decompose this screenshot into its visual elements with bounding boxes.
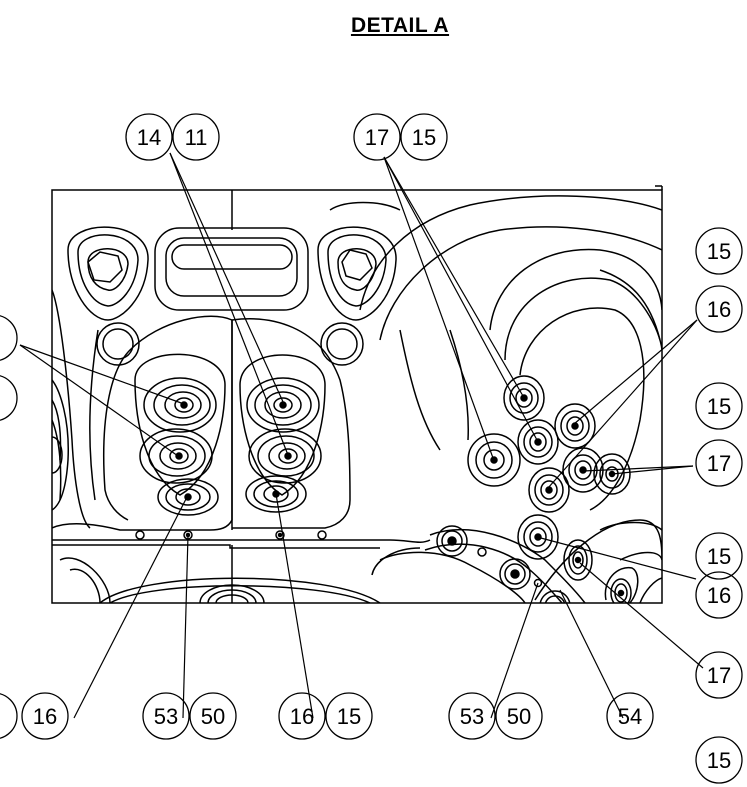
right-jet-cluster (467, 375, 662, 603)
callout-15-top: 15 (400, 113, 448, 161)
jet-l1 (143, 377, 217, 433)
callout-label: 16 (707, 583, 731, 608)
center-jet-cluster (239, 354, 326, 513)
callout-label: 17 (365, 125, 389, 150)
jet-r1 (503, 375, 545, 421)
edge-light-strip (424, 525, 586, 603)
callout-right-17b: 17 (695, 651, 743, 699)
callout-label: 54 (618, 704, 642, 729)
callout-right-15a: 15 (695, 227, 743, 275)
jet-r4 (467, 433, 521, 487)
callout-bottom-50b: 50 (495, 692, 543, 740)
callout-label: 53 (460, 704, 484, 729)
callout-right-15b: 15 (695, 382, 743, 430)
jet-c2 (248, 428, 322, 484)
leader-lines (19, 152, 704, 719)
callout-label: 15 (707, 748, 731, 773)
callout-bottom-50a: 50 (189, 692, 237, 740)
bottom-seat (59, 557, 381, 603)
callout-bottom-16b: 16 (278, 692, 326, 740)
callout-right-17a: 17 (695, 439, 743, 487)
callout-left-partial-b (0, 375, 18, 421)
callout-bottom-15: 15 (325, 692, 373, 740)
callout-11: 11 (172, 113, 220, 161)
callout-label: 15 (337, 704, 361, 729)
headrest-pillow (154, 227, 309, 311)
callout-right-16a: 16 (695, 285, 743, 333)
ledge-holes (135, 530, 327, 540)
footwell (371, 547, 526, 603)
callout-bottom-partial (0, 693, 18, 739)
callout-label: 15 (707, 544, 731, 569)
strip-light-1 (436, 525, 468, 557)
detail-title: DETAIL A (350, 14, 450, 37)
jet-l2 (139, 428, 213, 484)
callout-right-15c: 15 (695, 532, 743, 580)
diverter-valve-right (317, 226, 397, 321)
air-control-left (96, 322, 140, 366)
jet-r10 (604, 566, 639, 603)
strip-light-2 (499, 558, 531, 590)
callout-label: 15 (707, 239, 731, 264)
seat-back-outlines (52, 201, 431, 549)
callout-bottom-53a: 53 (142, 692, 190, 740)
callout-label: 14 (137, 125, 161, 150)
lounge-seat (359, 195, 662, 603)
callout-label: 16 (290, 704, 314, 729)
left-edge-jets (52, 379, 70, 511)
callout-label: 16 (707, 297, 731, 322)
jet-c1 (246, 377, 320, 433)
jet-r8 (517, 514, 559, 560)
callout-label: 17 (707, 663, 731, 688)
callout-label: 16 (33, 704, 57, 729)
strip-light-3 (539, 590, 571, 603)
callout-14: 14 (125, 113, 173, 161)
jet-r7 (528, 467, 570, 513)
left-jet-cluster (134, 353, 226, 516)
callout-left-partial-a (0, 315, 18, 361)
callout-label: 15 (707, 394, 731, 419)
air-control-right (320, 322, 364, 366)
jet-c3 (245, 475, 307, 513)
diverter-valve-left (67, 226, 149, 321)
callout-label: 53 (154, 704, 178, 729)
jet-r2 (554, 403, 596, 449)
callout-right-15d: 15 (695, 736, 743, 784)
callouts: 14 11 17 15 15 16 15 17 (0, 113, 743, 784)
detail-frame (51, 185, 663, 604)
callout-bottom-53b: 53 (448, 692, 496, 740)
jet-l3 (157, 478, 219, 516)
jet-r9 (563, 539, 593, 581)
callout-label: 50 (201, 704, 225, 729)
callout-right-16b: 16 (695, 571, 743, 619)
callout-label: 15 (412, 125, 436, 150)
callout-label: 50 (507, 704, 531, 729)
callout-bottom-16a: 16 (21, 692, 69, 740)
callout-label: 17 (707, 451, 731, 476)
callout-label: 11 (185, 125, 208, 150)
callout-bottom-54: 54 (606, 692, 654, 740)
callout-17-top: 17 (353, 113, 401, 161)
jet-r3 (517, 419, 559, 465)
